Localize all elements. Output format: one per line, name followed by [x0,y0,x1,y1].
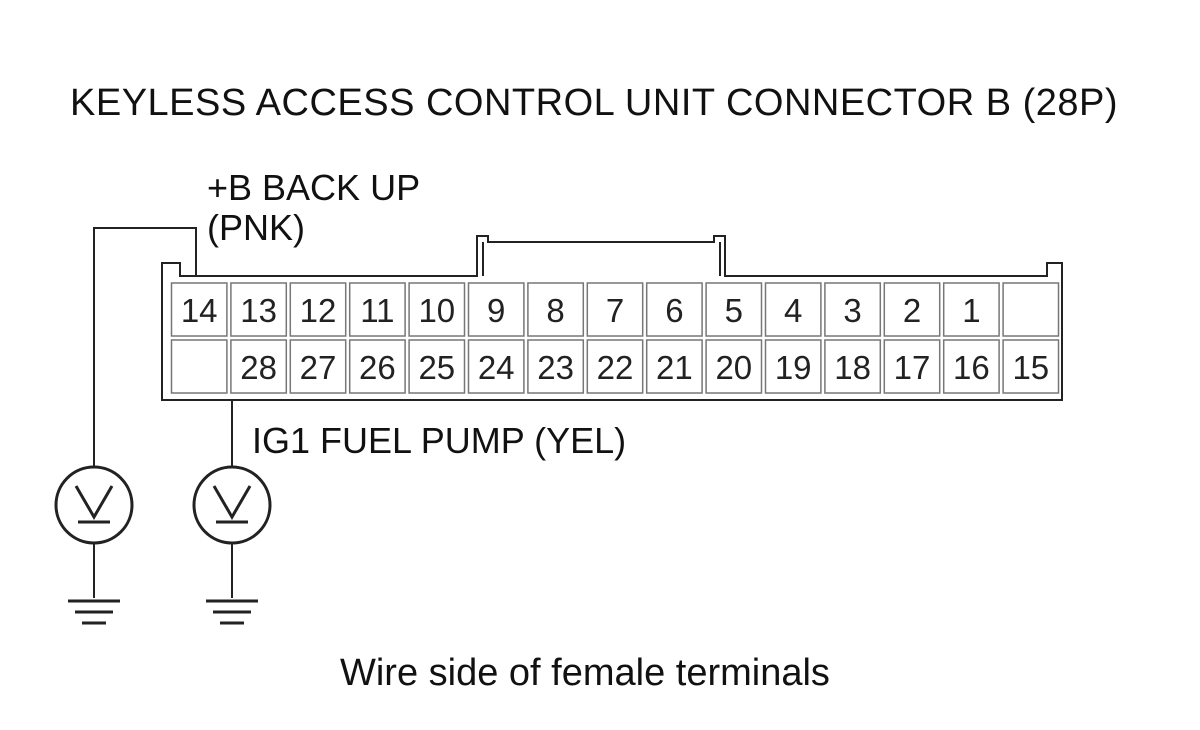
ground-icon [206,599,258,625]
terminal-cell-13 [230,282,288,337]
terminal-number: 19 [775,349,812,386]
terminal-number: 4 [784,292,802,329]
wire-backup [93,227,197,466]
terminal-cell-15 [1002,339,1060,394]
terminal-cell-3 [824,282,882,337]
terminal-number: 11 [360,292,394,329]
terminal-cell-19 [764,339,822,394]
terminal-number: 20 [715,349,752,386]
terminal-number: 25 [418,349,455,386]
terminal-cell-2 [883,282,941,337]
terminal-cell-26 [348,339,406,394]
terminal-number: 18 [834,349,871,386]
diagram-title: KEYLESS ACCESS CONTROL UNIT CONNECTOR B … [70,82,1119,124]
terminal-cell-7 [586,282,644,337]
terminal-cell-28 [230,339,288,394]
terminal-cell-1 [942,282,1000,337]
terminal-cell-14 [170,282,228,337]
voltmeter-icon [192,465,272,545]
terminal-cell-5 [705,282,763,337]
terminal-cell-4 [764,282,822,337]
terminal-number: 26 [359,349,396,386]
terminal-number: 21 [656,349,693,386]
terminal-number: 8 [546,292,564,329]
terminal-cell-8 [527,282,585,337]
terminal-cell-20 [705,339,763,394]
terminal-number: 15 [1012,349,1049,386]
terminal-number: 27 [300,349,337,386]
terminal-number: 7 [606,292,624,329]
terminal-cell-9 [467,282,525,337]
terminal-cell-24 [467,339,525,394]
terminal-cell-25 [408,339,466,394]
terminal-number: 5 [725,292,743,329]
terminal-cell-10 [408,282,466,337]
terminal-number: 10 [418,292,455,329]
terminal-number: 24 [478,349,515,386]
terminal-number: 3 [843,292,861,329]
terminal-number: 1 [962,292,980,329]
terminal-number: 2 [903,292,921,329]
terminal-cell-blank [170,339,228,394]
terminal-number: 6 [665,292,683,329]
terminal-cell-21 [645,339,703,394]
ground-icon [68,599,120,625]
terminal-cell-18 [824,339,882,394]
terminal-number: 16 [953,349,990,386]
footer-note: Wire side of female terminals [340,652,830,694]
terminal-cell-23 [527,339,585,394]
terminal-cell-11 [348,282,406,337]
connector-outline [161,235,1063,401]
terminal-number: 17 [894,349,931,386]
terminal-cell-blank [1002,282,1060,337]
wire-label-fuel-pump: IG1 FUEL PUMP (YEL) [252,420,627,461]
terminal-number: 22 [597,349,634,386]
terminal-cell-12 [289,282,347,337]
terminal-cell-16 [942,339,1000,394]
wire-color-backup: (PNK) [207,207,305,248]
terminal-number: 13 [240,292,277,329]
terminal-number: 28 [240,349,277,386]
terminal-cell-27 [289,339,347,394]
terminal-number: 23 [537,349,574,386]
voltmeter-icon [54,465,134,545]
wire-label-backup: +B BACK UP [207,167,421,208]
terminal-cell-6 [645,282,703,337]
terminal-cell-22 [586,339,644,394]
terminal-number: 12 [300,292,337,329]
terminal-cell-17 [883,339,941,394]
terminal-number: 9 [487,292,505,329]
terminal-number: 14 [181,292,218,329]
